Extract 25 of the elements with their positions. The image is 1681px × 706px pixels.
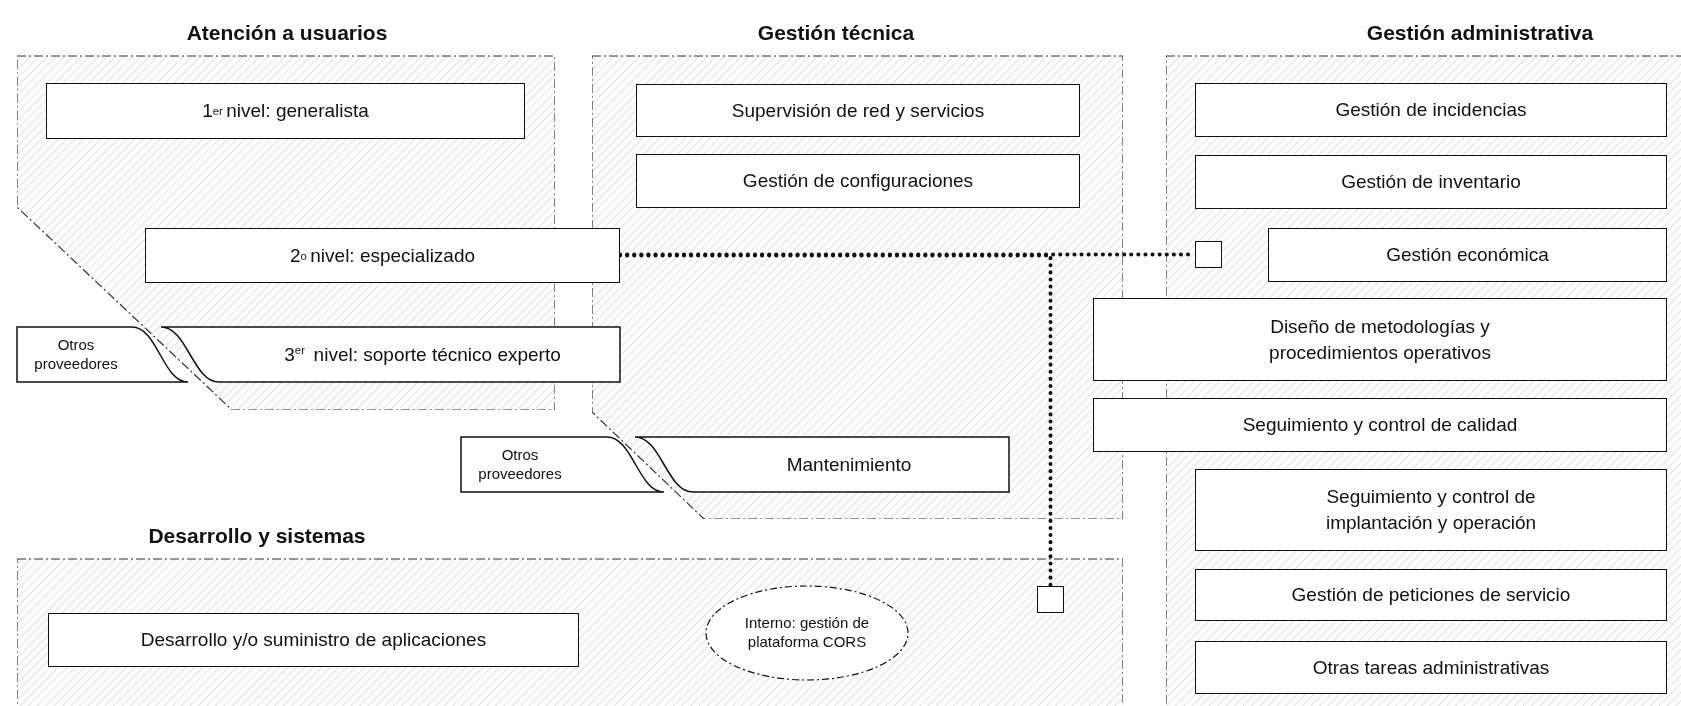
junction-square [1195,241,1222,268]
task-box: Otras tareas administrativas [1195,641,1667,694]
task-box: 2$^{o}$ nivel: especializado [145,228,620,283]
box-label: Otros proveedores [477,445,563,484]
task-box: Desarrollo y/o suministro de aplicaciones [48,613,579,667]
task-box: Gestión de inventario [1195,155,1667,209]
task-box: Gestión de configuraciones [636,154,1080,208]
box-label: 3$^{er}$ nivel: soporte técnico experto [284,342,561,367]
task-box: Gestión de peticiones de servicio [1195,569,1667,621]
area-heading: Gestión administrativa [1366,21,1594,45]
task-box: Gestión de incidencias [1195,83,1667,137]
task-box: 1$^{er}$ nivel: generalista [46,83,525,139]
task-box: Seguimiento y control de calidad [1093,398,1667,452]
task-box: Gestión económica [1268,228,1667,282]
box-label: Mantenimiento [786,452,912,477]
junction-square [1037,586,1064,613]
task-box: Seguimiento y control de implantación y operación [1195,469,1667,551]
task-box: Diseño de metodologías y procedimientos operativos [1093,298,1667,381]
area-heading: Desarrollo y sistemas [148,524,366,548]
dotted-connector [618,253,1053,588]
box-label: Otros proveedores [33,335,119,374]
box-label: Interno: gestión de plataforma CORS [744,614,870,652]
area-heading: Gestión técnica [757,21,915,45]
task-box: Supervisión de red y servicios [636,84,1080,137]
area-heading: Atención a usuarios [186,21,388,45]
